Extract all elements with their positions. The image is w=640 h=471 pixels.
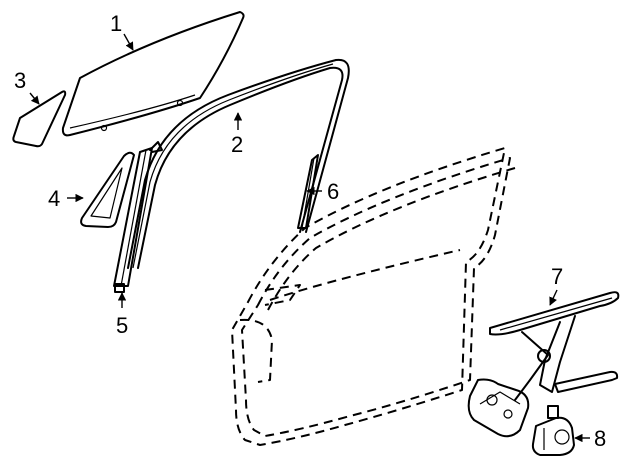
corner-seal <box>80 151 135 228</box>
callout-8: 8 <box>594 426 606 451</box>
division-bar <box>113 141 163 293</box>
callout-1: 1 <box>110 11 122 36</box>
quarter-glass <box>12 90 67 148</box>
glass-run-channel <box>127 58 350 269</box>
callout-2: 2 <box>231 132 243 157</box>
leader-lines <box>29 33 590 443</box>
callout-3: 3 <box>14 68 26 93</box>
callout-7: 7 <box>551 264 563 289</box>
callout-4: 4 <box>48 186 60 211</box>
door-outline <box>231 147 516 446</box>
window-regulator <box>467 291 620 438</box>
door-glass <box>61 11 245 137</box>
callout-5: 5 <box>116 313 128 338</box>
callout-6: 6 <box>327 179 339 204</box>
regulator-motor <box>531 405 575 456</box>
